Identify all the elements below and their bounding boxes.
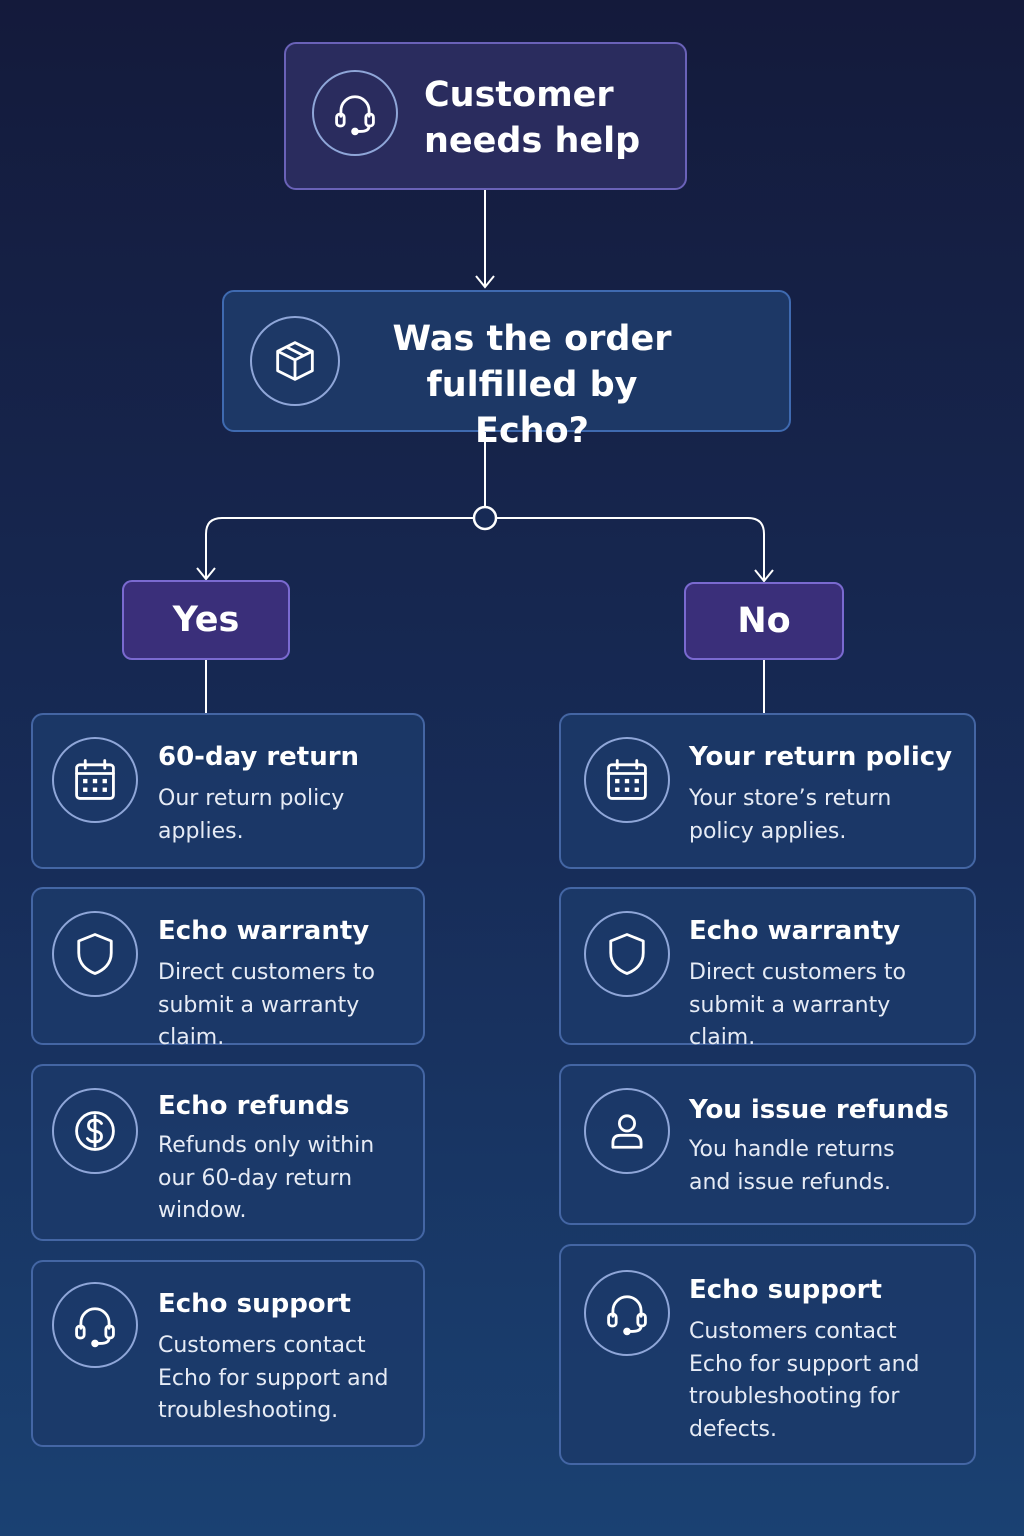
no-card-support: Echo support Customers contact Echo for …: [559, 1244, 976, 1465]
yes-card-return: 60-day return Our return policy applies.: [31, 713, 425, 869]
headset-icon: [52, 1282, 138, 1368]
question-node: Was the order fulfilled by Echo?: [222, 290, 791, 451]
calendar-icon: [584, 737, 670, 823]
box-icon: [250, 316, 340, 406]
card-title: Echo warranty: [158, 916, 370, 946]
card-title: Echo support: [689, 1275, 882, 1305]
branch-yes: Yes: [122, 580, 290, 660]
branch-no: No: [684, 582, 844, 660]
headset-icon: [584, 1270, 670, 1356]
decision-node: [472, 505, 498, 531]
card-description: Customers contact Echo for support and t…: [158, 1333, 389, 1423]
shield-icon: [52, 911, 138, 997]
arrowhead: [475, 275, 495, 289]
arrowhead: [196, 567, 216, 581]
card-description: Direct customers to submit a warranty cl…: [158, 960, 376, 1050]
dollar-icon: [52, 1088, 138, 1174]
headset-icon: [312, 70, 398, 156]
yes-card-support: Echo support Customers contact Echo for …: [31, 1260, 425, 1447]
card-title: Echo warranty: [689, 916, 901, 946]
person-icon: [584, 1088, 670, 1174]
card-title: You issue refunds: [689, 1095, 949, 1125]
no-card-refunds: You issue refunds You handle returns and…: [559, 1064, 976, 1225]
card-title: Echo refunds: [158, 1091, 350, 1121]
start-title: Customer needs help: [424, 75, 641, 161]
shield-icon: [584, 911, 670, 997]
yes-card-warranty: Echo warranty Direct customers to submit…: [31, 887, 425, 1050]
card-title: 60-day return: [158, 742, 360, 772]
question-title: Was the order fulfilled by Echo?: [392, 319, 672, 451]
card-title: Your return policy: [689, 742, 953, 772]
card-description: Our return policy applies.: [158, 786, 345, 844]
card-description: Your store’s return policy applies.: [689, 786, 892, 844]
card-description: Customers contact Echo for support and t…: [689, 1319, 920, 1442]
connector-split-no: [496, 517, 765, 580]
yes-card-refunds: Echo refunds Refunds only within our 60-…: [31, 1064, 425, 1241]
start-node: Customer needs help: [284, 42, 687, 190]
card-description: You handle returns and issue refunds.: [689, 1137, 895, 1195]
arrowhead: [754, 569, 774, 583]
card-description: Direct customers to submit a warranty cl…: [689, 960, 907, 1050]
connector-split-yes: [205, 517, 474, 578]
calendar-icon: [52, 737, 138, 823]
card-description: Refunds only within our 60-day return wi…: [158, 1133, 375, 1223]
no-card-warranty: Echo warranty Direct customers to submit…: [559, 887, 976, 1050]
no-card-return: Your return policy Your store’s return p…: [559, 713, 976, 869]
card-title: Echo support: [158, 1289, 351, 1319]
